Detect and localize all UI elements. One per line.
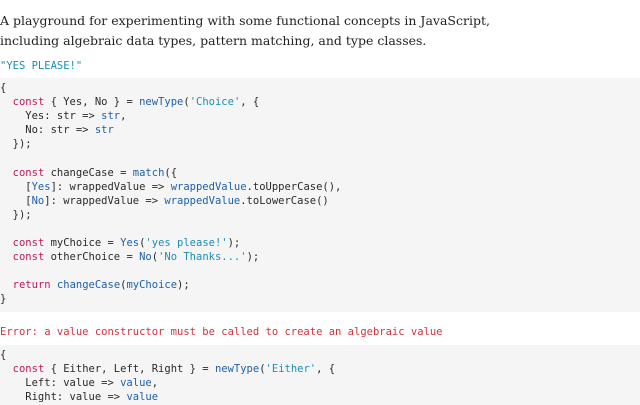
code-line: [Yes]: wrappedValue => wrappedValue.toUp… bbox=[0, 180, 640, 194]
code-text: ); bbox=[227, 237, 241, 250]
code-text bbox=[0, 96, 13, 108]
code-text: , bbox=[120, 110, 127, 123]
code-text bbox=[0, 167, 13, 179]
code-text: , { bbox=[240, 96, 260, 109]
code-line: { bbox=[0, 81, 640, 95]
code-line: { bbox=[0, 348, 640, 362]
code-identifier: newType bbox=[139, 96, 184, 109]
code-keyword: const bbox=[12, 166, 45, 179]
code-text: Left: value => bbox=[0, 377, 121, 390]
code-string: 'Either' bbox=[265, 363, 317, 376]
code-line: }); bbox=[0, 208, 640, 222]
code-text bbox=[0, 237, 13, 249]
code-text: , { bbox=[316, 363, 336, 376]
code-text: Yes: str => bbox=[0, 110, 102, 123]
code-line: const myChoice = Yes('yes please!'); bbox=[0, 236, 640, 250]
code-line: Yes: str => str, bbox=[0, 109, 640, 123]
error-message: Error: a value constructor must be calle… bbox=[0, 326, 443, 338]
code-text: .toLowerCase() bbox=[240, 194, 329, 207]
code-identifier: str bbox=[101, 110, 121, 123]
intro-line-2: including algebraic data types, pattern … bbox=[0, 33, 427, 48]
code-string: 'Choice' bbox=[189, 96, 241, 109]
code-string: 'yes please!' bbox=[145, 237, 228, 250]
output-result: "YES PLEASE!" bbox=[0, 60, 83, 72]
intro-text: A playground for experimenting with some… bbox=[0, 11, 640, 51]
code-text: No: str => bbox=[0, 124, 95, 137]
code-keyword: const bbox=[12, 96, 45, 109]
code-text: [ bbox=[0, 194, 32, 207]
code-text: { bbox=[0, 349, 7, 361]
code-identifier: str bbox=[94, 124, 114, 137]
intro-line-1: A playground for experimenting with some… bbox=[0, 13, 490, 28]
code-identifier: Yes bbox=[31, 180, 51, 193]
code-text: otherChoice = bbox=[44, 251, 140, 264]
code-identifier: changeCase bbox=[56, 279, 121, 292]
code-text: }); bbox=[0, 208, 32, 221]
code-text: }); bbox=[0, 138, 32, 151]
code-identifier: wrappedValue bbox=[164, 194, 241, 207]
code-text: .toUpperCase(), bbox=[246, 180, 342, 193]
code-keyword: const bbox=[12, 237, 45, 250]
code-text: ({ bbox=[164, 166, 178, 179]
code-text: } bbox=[0, 293, 7, 306]
code-keyword: const bbox=[12, 251, 45, 264]
code-text: ( bbox=[139, 237, 146, 250]
code-text: myChoice = bbox=[44, 237, 121, 250]
code-editor-choice[interactable]: { const { Yes, No } = newType('Choice', … bbox=[0, 78, 640, 312]
code-line bbox=[0, 222, 640, 236]
code-keyword: const bbox=[12, 363, 45, 376]
code-identifier: Yes bbox=[120, 237, 140, 250]
code-line: Left: value => value, bbox=[0, 376, 640, 390]
code-text: [ bbox=[0, 180, 32, 193]
code-identifier: wrappedValue bbox=[170, 180, 247, 193]
code-line bbox=[0, 151, 640, 165]
code-editor-either[interactable]: { const { Either, Left, Right } = newTyp… bbox=[0, 345, 640, 405]
code-text: ); bbox=[246, 251, 260, 264]
code-text: ( bbox=[151, 251, 159, 264]
code-text: ]: wrappedValue => bbox=[50, 180, 171, 193]
code-line: Right: value => value bbox=[0, 390, 640, 404]
code-string: 'No Thanks...' bbox=[158, 251, 247, 264]
code-identifier: value bbox=[120, 377, 152, 390]
code-text: { Yes, No } = bbox=[44, 96, 140, 109]
code-line: } bbox=[0, 292, 640, 306]
code-line: [No]: wrappedValue => wrappedValue.toLow… bbox=[0, 194, 640, 208]
code-identifier: match bbox=[132, 166, 165, 179]
code-text bbox=[0, 363, 13, 375]
code-text: ( bbox=[120, 279, 127, 292]
code-line: const changeCase = match({ bbox=[0, 166, 640, 180]
code-identifier: newType bbox=[214, 363, 260, 376]
code-line: No: str => str bbox=[0, 123, 640, 137]
code-text bbox=[0, 279, 13, 291]
code-text: ); bbox=[177, 279, 190, 292]
code-identifier: value bbox=[126, 391, 159, 404]
code-identifier: myChoice bbox=[126, 279, 178, 292]
code-identifier: No bbox=[139, 251, 152, 264]
code-line: const otherChoice = No('No Thanks...'); bbox=[0, 250, 640, 264]
code-line: }); bbox=[0, 137, 640, 151]
code-line: const { Either, Left, Right } = newType(… bbox=[0, 362, 640, 376]
code-identifier: No bbox=[31, 194, 45, 207]
code-text: { Either, Left, Right } = bbox=[44, 363, 215, 376]
code-text: , bbox=[151, 377, 159, 390]
code-text: ( bbox=[259, 363, 266, 376]
code-text: ( bbox=[183, 96, 190, 109]
code-text: ]: wrappedValue => bbox=[44, 194, 165, 207]
code-keyword: return bbox=[12, 279, 51, 292]
code-text: { bbox=[0, 82, 7, 94]
code-line bbox=[0, 264, 640, 278]
code-line: const { Yes, No } = newType('Choice', { bbox=[0, 95, 640, 109]
code-text: Right: value => bbox=[0, 391, 127, 404]
code-text: changeCase = bbox=[44, 166, 133, 179]
code-line: return changeCase(myChoice); bbox=[0, 278, 640, 292]
code-text bbox=[0, 251, 13, 263]
